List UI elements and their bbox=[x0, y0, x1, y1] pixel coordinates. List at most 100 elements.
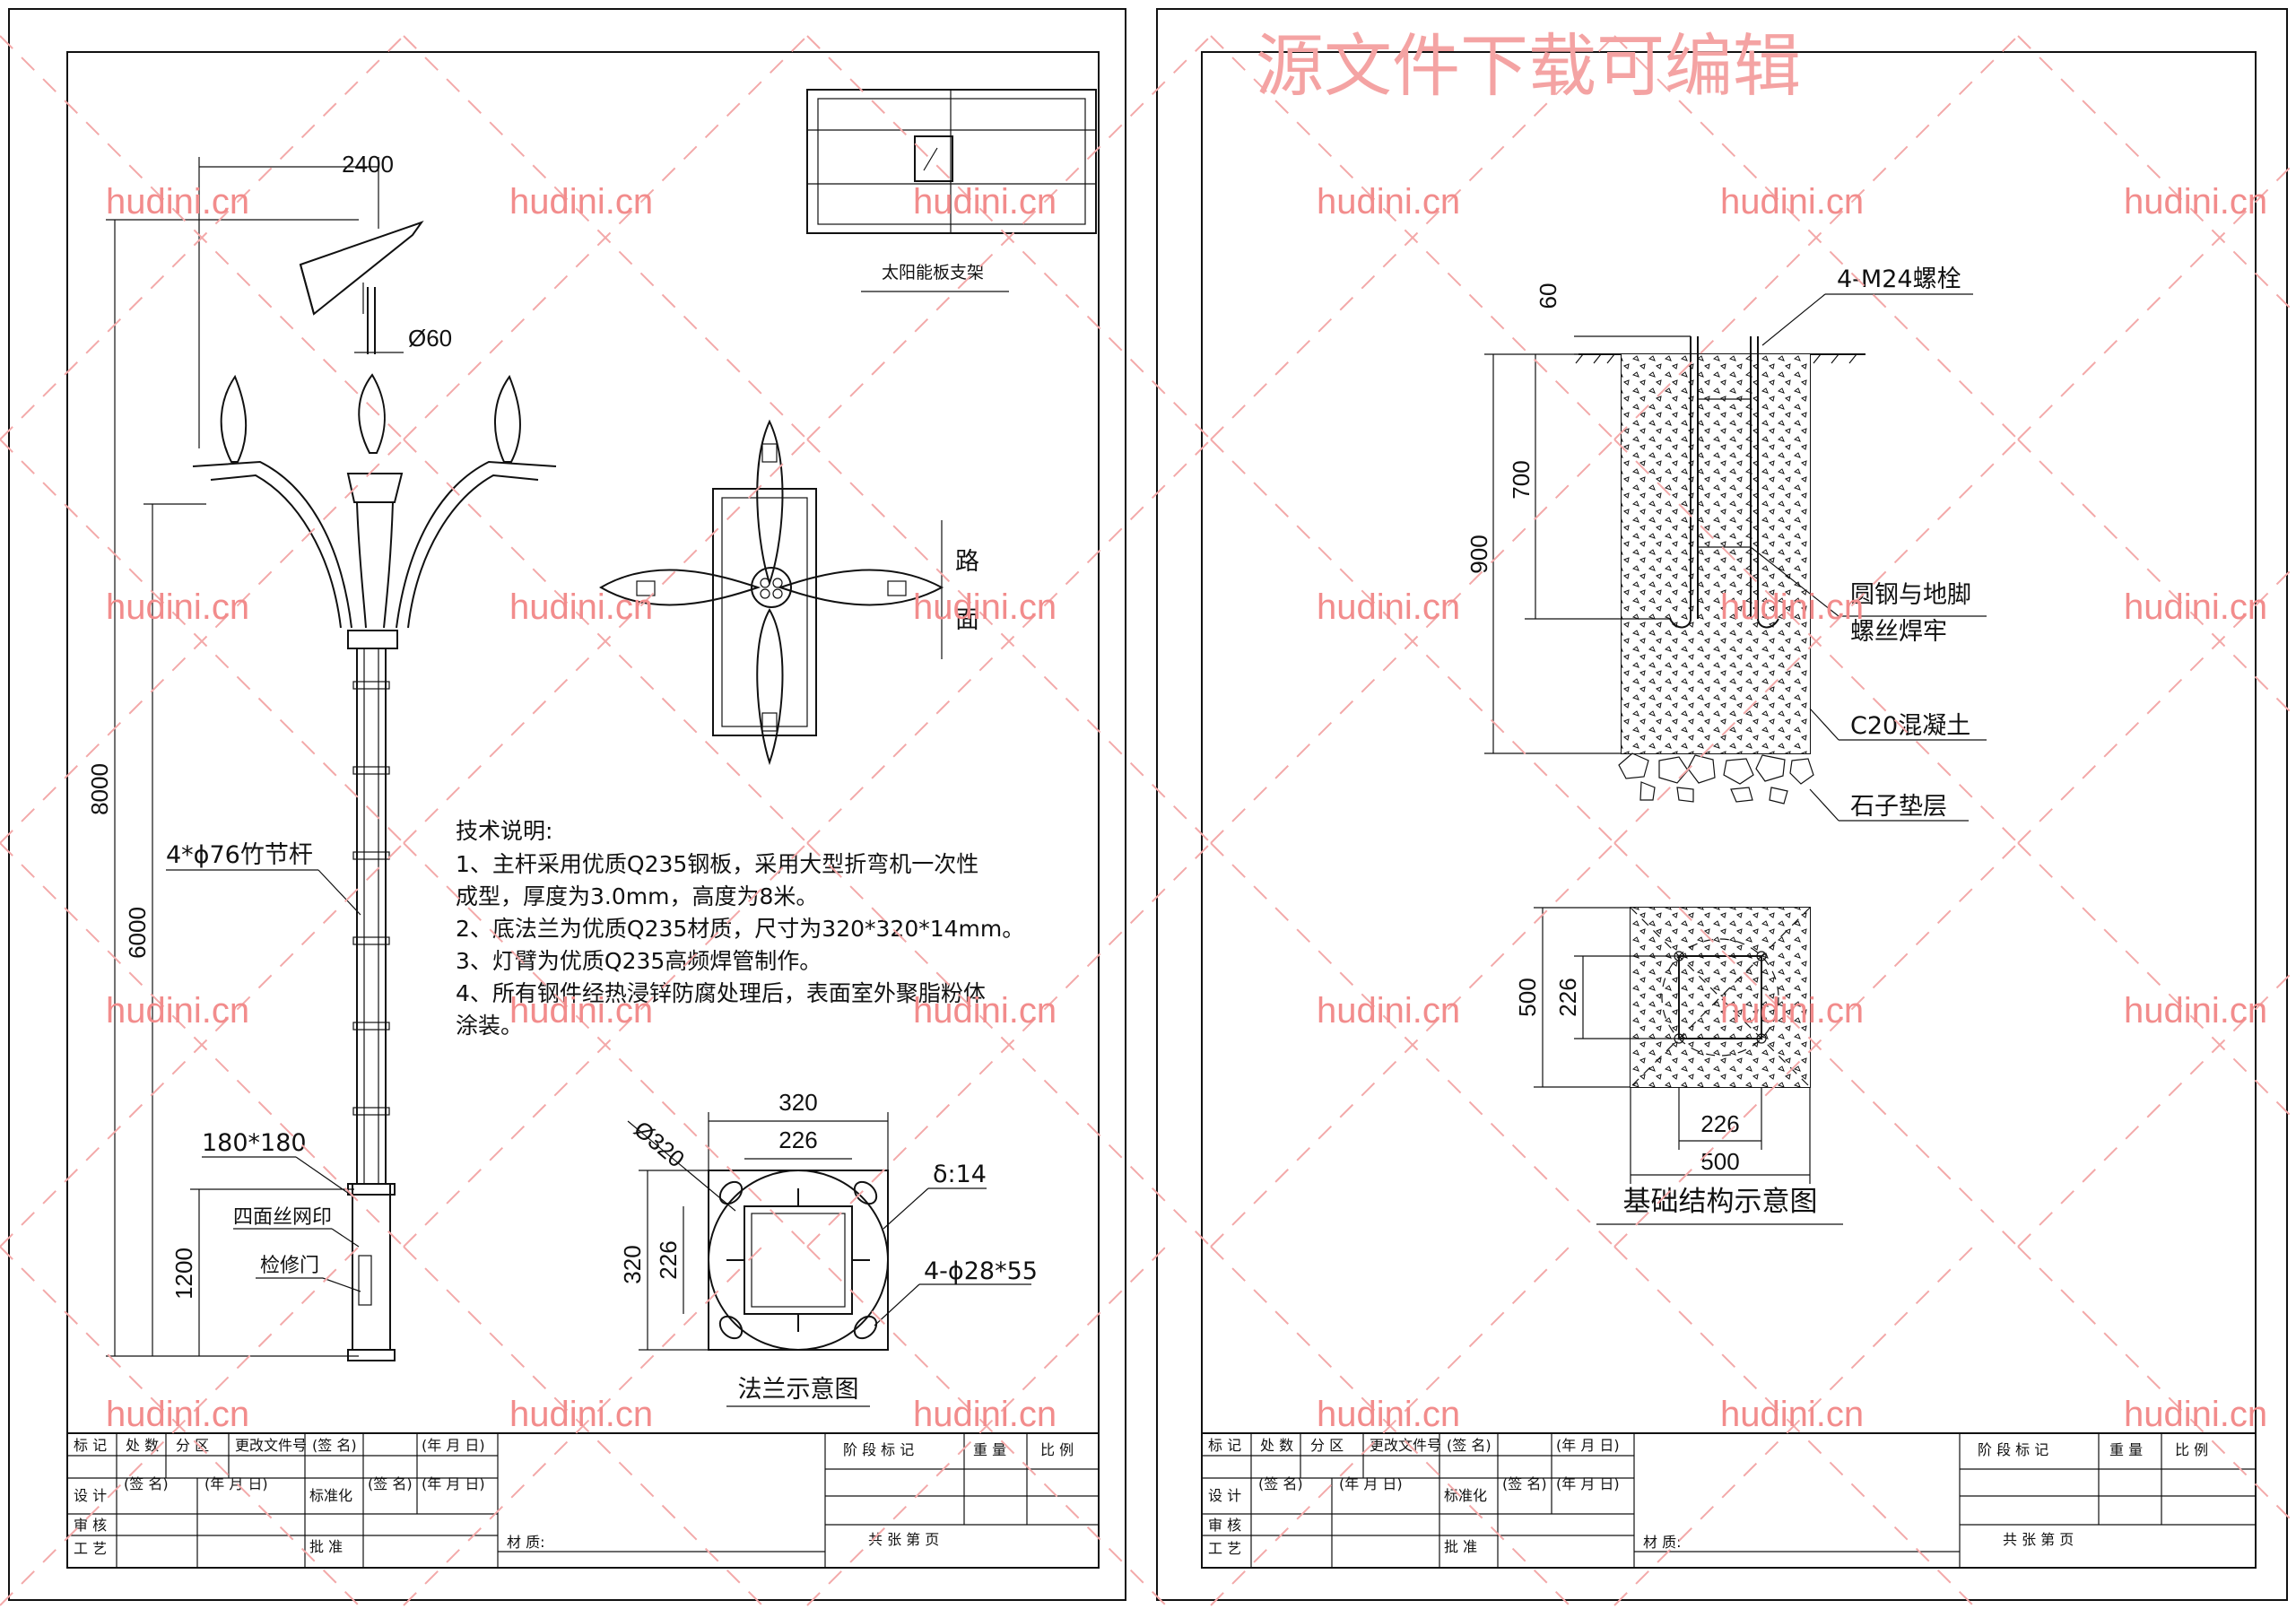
flange-diagram: 320 226 320 226 Ø320 δ:14 4-ϕ28*55 法兰示意图 bbox=[619, 1089, 1038, 1407]
tb2-zone: 分 区 bbox=[1310, 1437, 1344, 1454]
tb2-mark: 标 记 bbox=[1208, 1437, 1241, 1454]
label-door: 检修门 bbox=[260, 1255, 319, 1277]
wm-banner: 源文件下载可编辑 bbox=[1256, 26, 1801, 106]
tb2-stage: 阶 段 标 记 bbox=[1978, 1441, 2048, 1458]
wm-2: hudini.cn bbox=[509, 182, 653, 222]
flange-dim-226-left: 226 bbox=[655, 1240, 682, 1279]
tb1-sign: (签 名) bbox=[312, 1437, 357, 1454]
tb2-scale: 比 例 bbox=[2175, 1441, 2208, 1458]
tb2-process: 工 艺 bbox=[1208, 1540, 1241, 1557]
label-bamboo-pole: 4*ϕ76竹节杆 bbox=[166, 841, 313, 869]
lamp-center bbox=[358, 373, 386, 454]
foundation-plan: 500 226 226 500 基础结构示意图 bbox=[1514, 907, 1843, 1225]
wm-23: hudini.cn bbox=[1720, 1395, 1864, 1434]
label-silk-print: 四面丝网印 bbox=[233, 1206, 332, 1229]
tb2-sign: (签 名) bbox=[1447, 1437, 1492, 1454]
flange-dim-320-top: 320 bbox=[778, 1089, 817, 1116]
wm-4: hudini.cn bbox=[1317, 182, 1460, 222]
label-road-1: 路 bbox=[955, 548, 979, 576]
watermark-grid bbox=[0, 35, 2296, 1606]
tb2-material: 材 质: bbox=[1643, 1534, 1681, 1551]
tb1-design-sign: (签 名) bbox=[124, 1475, 169, 1492]
wm-18: hudini.cn bbox=[2124, 991, 2267, 1031]
wm-8: hudini.cn bbox=[509, 587, 653, 627]
title-block-1: 标 记 处 数 分 区 更改文件号 (签 名) (年 月 日) 设 计 (签 名… bbox=[66, 1432, 1100, 1569]
plan-title: 基础结构示意图 bbox=[1623, 1186, 1818, 1218]
tb1-scale: 比 例 bbox=[1040, 1441, 1074, 1458]
tb2-count: 处 数 bbox=[1260, 1437, 1293, 1454]
tb2-pages: 共 张 第 页 bbox=[2003, 1531, 2074, 1548]
tb2-change-doc: 更改文件号 bbox=[1370, 1437, 1441, 1454]
lamp-left bbox=[220, 374, 248, 463]
tb1-std-date: (年 月 日) bbox=[422, 1475, 485, 1492]
lamp-right bbox=[494, 374, 521, 463]
wm-13: hudini.cn bbox=[106, 991, 249, 1031]
notes-line-6: 涂装。 bbox=[456, 1013, 523, 1039]
tb1-count: 处 数 bbox=[126, 1437, 159, 1454]
wm-11: hudini.cn bbox=[1720, 587, 1864, 627]
wm-6: hudini.cn bbox=[2124, 182, 2267, 222]
wm-16: hudini.cn bbox=[1317, 991, 1460, 1031]
callout-weld-1: 圆钢与地脚 bbox=[1850, 581, 1971, 609]
solar-panel bbox=[299, 221, 424, 316]
label-road-2: 面 bbox=[955, 606, 979, 634]
dim-900: 900 bbox=[1465, 535, 1492, 573]
gravel-layer bbox=[1618, 752, 1814, 804]
tb2-standard: 标准化 bbox=[1444, 1487, 1487, 1504]
callout-concrete: C20混凝土 bbox=[1850, 712, 1970, 740]
wm-19: hudini.cn bbox=[106, 1395, 249, 1434]
wm-12: hudini.cn bbox=[2124, 587, 2267, 627]
wm-10: hudini.cn bbox=[1317, 587, 1460, 627]
tb1-design-date: (年 月 日) bbox=[204, 1475, 268, 1492]
flange-thickness: δ:14 bbox=[933, 1161, 987, 1188]
tb1-approve: 批 准 bbox=[309, 1538, 343, 1555]
tb1-zone: 分 区 bbox=[176, 1437, 209, 1454]
foundation-section: 60 700 900 4-M24螺栓 圆钢与地脚 螺丝焊牢 C20混凝土 石子垫… bbox=[1465, 265, 1987, 822]
flange-dim-320-left: 320 bbox=[619, 1245, 646, 1283]
wm-15: hudini.cn bbox=[913, 991, 1057, 1031]
tb2-review: 审 核 bbox=[1208, 1517, 1241, 1534]
tb2-approve: 批 准 bbox=[1444, 1538, 1477, 1555]
dim-1200: 1200 bbox=[170, 1248, 197, 1300]
tb2-std-date: (年 月 日) bbox=[1556, 1475, 1620, 1492]
tb1-stage: 阶 段 标 记 bbox=[843, 1441, 914, 1458]
wm-1: hudini.cn bbox=[106, 182, 249, 222]
flange-dim-226-top: 226 bbox=[778, 1126, 817, 1153]
dim-8000: 8000 bbox=[86, 763, 113, 815]
callout-gravel: 石子垫层 bbox=[1850, 793, 1947, 821]
dim-60: 60 bbox=[1535, 283, 1561, 309]
tb1-mark: 标 记 bbox=[74, 1437, 107, 1454]
callout-weld-2: 螺丝焊牢 bbox=[1850, 618, 1947, 646]
tb1-std-sign: (签 名) bbox=[368, 1475, 413, 1492]
solar-bracket-title: 太阳能板支架 bbox=[882, 263, 984, 283]
wm-22: hudini.cn bbox=[1317, 1395, 1460, 1434]
dim-2400: 2400 bbox=[342, 151, 394, 178]
wm-5: hudini.cn bbox=[1720, 182, 1864, 222]
plan-dim-500-v: 500 bbox=[1514, 978, 1541, 1016]
notes-line-2: 成型，厚度为3.0mm，高度为8米。 bbox=[456, 883, 818, 909]
tb1-design: 设 计 bbox=[74, 1487, 107, 1504]
dim-700: 700 bbox=[1508, 460, 1535, 499]
solar-bracket-inset: 太阳能板支架 bbox=[806, 89, 1097, 292]
tb1-material: 材 质: bbox=[507, 1534, 544, 1551]
tb2-design-sign: (签 名) bbox=[1258, 1475, 1303, 1492]
pole-elevation: 2400 Ø60 bbox=[86, 151, 557, 1361]
wm-24: hudini.cn bbox=[2124, 1395, 2267, 1434]
flange-dim-dia: Ø320 bbox=[629, 1116, 690, 1173]
wm-7: hudini.cn bbox=[106, 587, 249, 627]
flange-title: 法兰示意图 bbox=[738, 1376, 859, 1404]
plan-dim-500-h: 500 bbox=[1700, 1148, 1739, 1175]
tb1-change-doc: 更改文件号 bbox=[235, 1437, 307, 1454]
dim-6000: 6000 bbox=[124, 907, 151, 959]
wm-9: hudini.cn bbox=[913, 587, 1057, 627]
tb2-weight: 重 量 bbox=[2109, 1441, 2143, 1458]
callout-bolts: 4-M24螺栓 bbox=[1837, 265, 1961, 293]
tb1-pages: 共 张 第 页 bbox=[868, 1531, 939, 1548]
notes-line-4: 3、灯臂为优质Q235高频焊管制作。 bbox=[456, 948, 822, 974]
sheet-1-frame bbox=[8, 8, 1126, 1601]
wm-20: hudini.cn bbox=[509, 1395, 653, 1434]
notes-line-1: 1、主杆采用优质Q235钢板，采用大型折弯机一次性 bbox=[456, 851, 978, 877]
tb2-std-sign: (签 名) bbox=[1502, 1475, 1547, 1492]
tb1-weight: 重 量 bbox=[973, 1441, 1006, 1458]
